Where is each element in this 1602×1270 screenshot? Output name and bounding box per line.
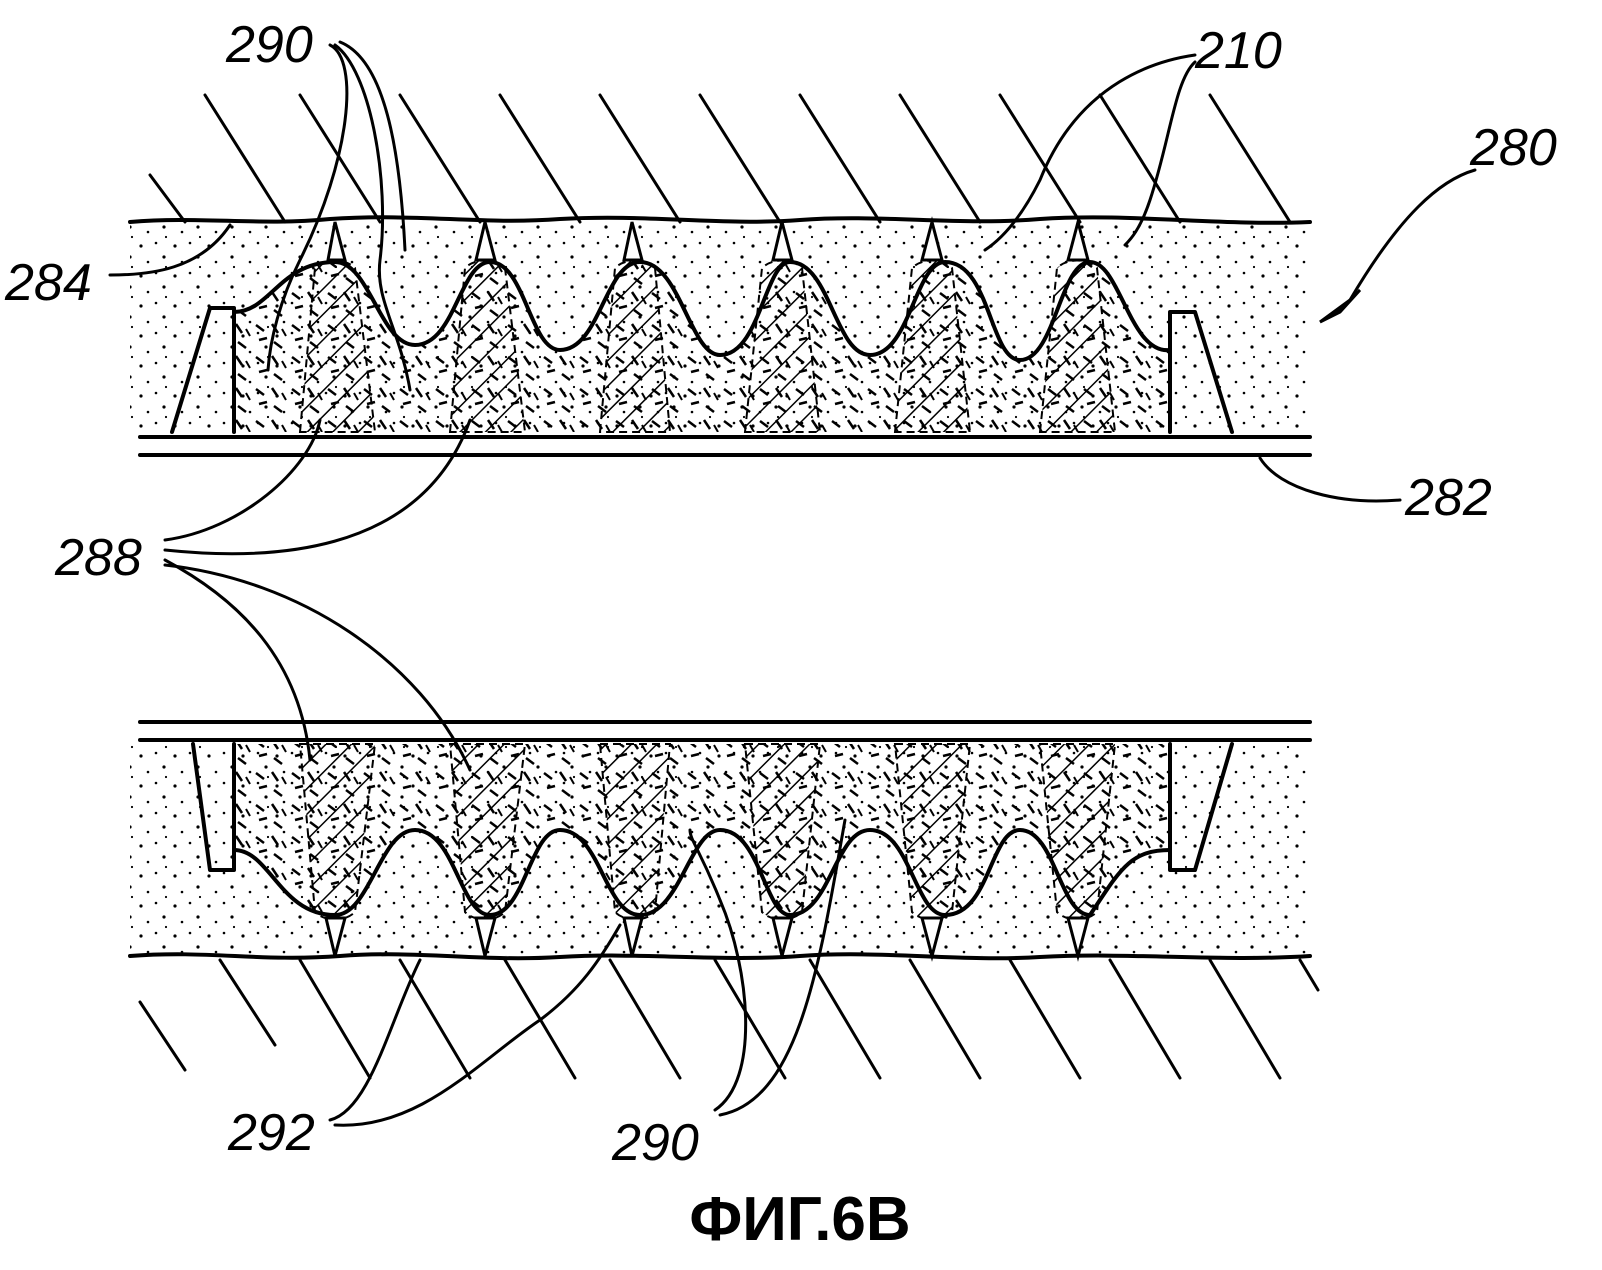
label-284: 284 xyxy=(4,254,92,312)
blade-tip xyxy=(920,916,944,962)
lower-wall-line xyxy=(128,952,1312,961)
label-282: 282 xyxy=(1404,469,1492,527)
lower-left-cone xyxy=(191,742,236,872)
upper-right-cone xyxy=(1168,310,1234,434)
upper-blade-tips xyxy=(326,216,1090,262)
upper-segments-288 xyxy=(298,259,1117,433)
upper-catheter-282 xyxy=(138,435,1312,457)
upper-left-cone xyxy=(170,306,236,434)
blade-tip xyxy=(324,916,347,957)
upper-wall-line xyxy=(128,215,1312,225)
leader-lines xyxy=(108,40,1477,1127)
upper-balloon-outline xyxy=(232,260,1172,362)
blade-tip xyxy=(622,221,644,262)
blade-tip xyxy=(771,916,794,957)
lower-right-cone xyxy=(1168,742,1234,872)
blade-tip xyxy=(1066,916,1090,962)
lower-balloon-outline xyxy=(232,828,1172,917)
upper-tissue-hatching xyxy=(148,93,1292,224)
lower-balloon-section xyxy=(191,742,1234,962)
lower-catheter xyxy=(138,720,1312,742)
label-290-top: 290 xyxy=(225,16,313,74)
blade-tip xyxy=(326,221,347,262)
label-280: 280 xyxy=(1469,119,1557,177)
blade-tip xyxy=(474,221,497,262)
reference-labels: 290 210 280 284 282 288 292 290 xyxy=(4,16,1557,1172)
label-288: 288 xyxy=(54,529,142,587)
blade-tip xyxy=(1066,216,1090,262)
blade-tip xyxy=(474,916,497,957)
blade-tip xyxy=(771,221,794,262)
blade-tip xyxy=(920,216,944,262)
figure-caption: ФИГ.6B xyxy=(689,1185,910,1254)
lower-tissue-hatching xyxy=(138,958,1320,1080)
lower-blade-tips xyxy=(324,916,1090,962)
upper-balloon-section xyxy=(170,216,1234,434)
label-290-bottom: 290 xyxy=(611,1114,699,1172)
label-292: 292 xyxy=(227,1104,315,1162)
label-210: 210 xyxy=(1194,22,1282,80)
blade-tip xyxy=(622,916,644,957)
